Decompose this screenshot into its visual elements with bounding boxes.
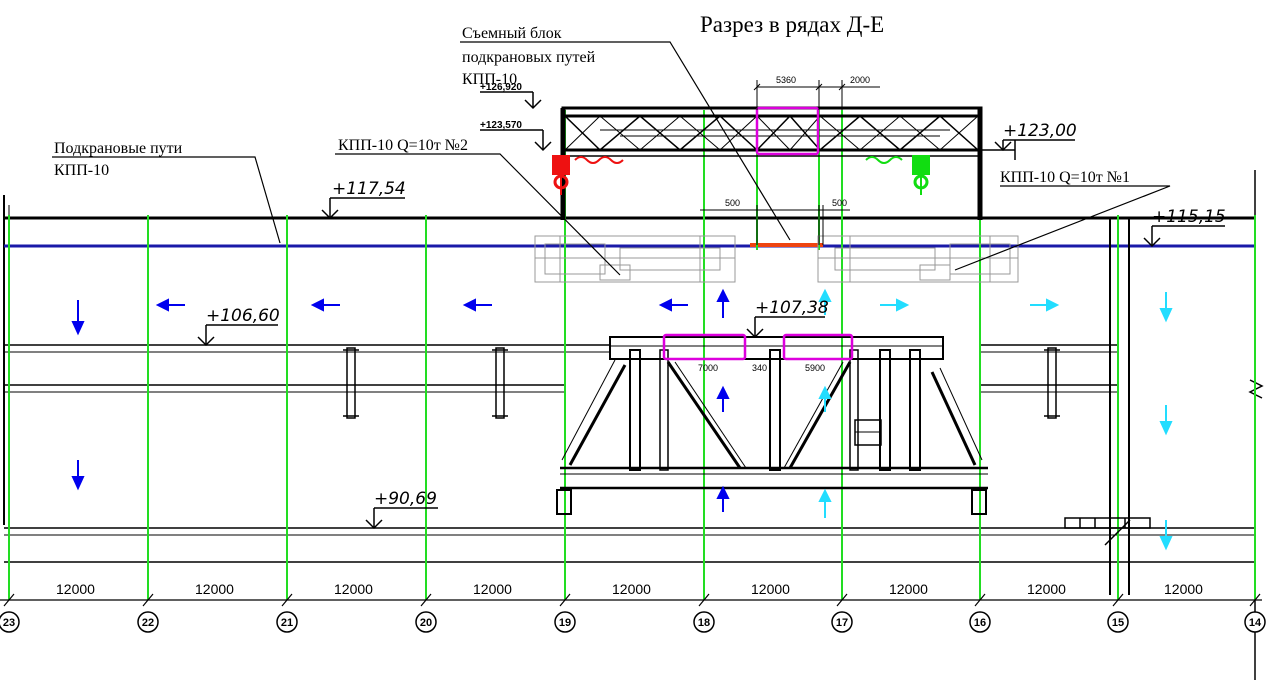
crane-2-label: КПП-10 Q=10т №2 [338,137,468,154]
bay-dim: 12000 [1027,581,1066,597]
level-117-54: +117,54 [332,179,406,199]
level-126-920: +126,920 [480,82,522,93]
level-123-00: +123,00 [1003,121,1077,141]
dim-500-left: 500 [725,198,740,208]
dim-500-right: 500 [832,198,847,208]
level-107-38: +107,38 [755,298,829,318]
bay-dim: 12000 [195,581,234,597]
axis-bubbles [0,611,1266,633]
crane-tracks-label-2: КПП-10 [54,162,109,179]
axis-labels: 23 22 21 20 19 18 17 16 15 14 [3,617,1262,629]
level-90-69: +90,69 [374,489,437,509]
removable-block-label-2: подкрановых путей [462,49,596,66]
bay-dimension-labels: 12000 12000 12000 12000 12000 12000 1200… [56,581,1203,597]
bay-dim: 12000 [1164,581,1203,597]
top-dimension-lines [700,80,880,245]
flow-arrows-blue [71,288,730,512]
axis-17: 17 [836,617,848,629]
crane-body-1 [817,235,1019,283]
bay-dim: 12000 [56,581,95,597]
magenta-highlight-right [782,333,854,361]
lower-truss [556,336,988,515]
magenta-highlight-left [662,333,747,361]
axis-23: 23 [3,617,15,629]
stair-detail [1064,517,1151,546]
flow-arrows-cyan [818,288,1173,551]
column-stubs [343,347,1060,419]
bay-dim: 12000 [473,581,512,597]
upper-frame [560,106,1016,220]
level-123-570: +123,570 [480,120,522,131]
level-106-60: +106,60 [206,306,280,326]
bay-dim: 12000 [889,581,928,597]
magenta-highlight-top [755,106,820,156]
bay-dim: 12000 [334,581,373,597]
right-wall [1109,218,1130,595]
bay-dim: 12000 [751,581,790,597]
dim-2000: 2000 [850,75,870,85]
roof-ticks [147,218,1119,246]
hoist-red [552,155,624,195]
axis-16: 16 [974,617,986,629]
axis-14: 14 [1249,617,1262,629]
dim-5360: 5360 [776,75,796,85]
axis-18: 18 [698,617,710,629]
axis-22: 22 [142,617,154,629]
crane-tracks-label-1: Подкрановые пути [54,140,183,157]
crane-1-label: КПП-10 Q=10т №1 [1000,169,1130,186]
level-markers [197,91,1225,530]
leader-lines [52,41,1171,276]
axis-19: 19 [559,617,571,629]
axis-21: 21 [281,617,293,629]
removable-block-label-1: Съемный блок [462,25,562,42]
level-115-15: +115,15 [1152,207,1226,227]
dim-340: 340 [752,363,767,373]
removable-block-label-3: КПП-10 [462,71,517,88]
dim-7000: 7000 [698,363,718,373]
axis-20: 20 [420,617,432,629]
beam-lines [4,344,1255,563]
hoist-green [865,155,930,195]
crane-body-2 [534,235,736,283]
dim-5900: 5900 [805,363,825,373]
bottom-dimension-line [0,593,1262,607]
bay-dim: 12000 [612,581,651,597]
axis-15: 15 [1112,617,1124,629]
drawing-title: Разрез в рядах Д-Е [700,12,884,37]
